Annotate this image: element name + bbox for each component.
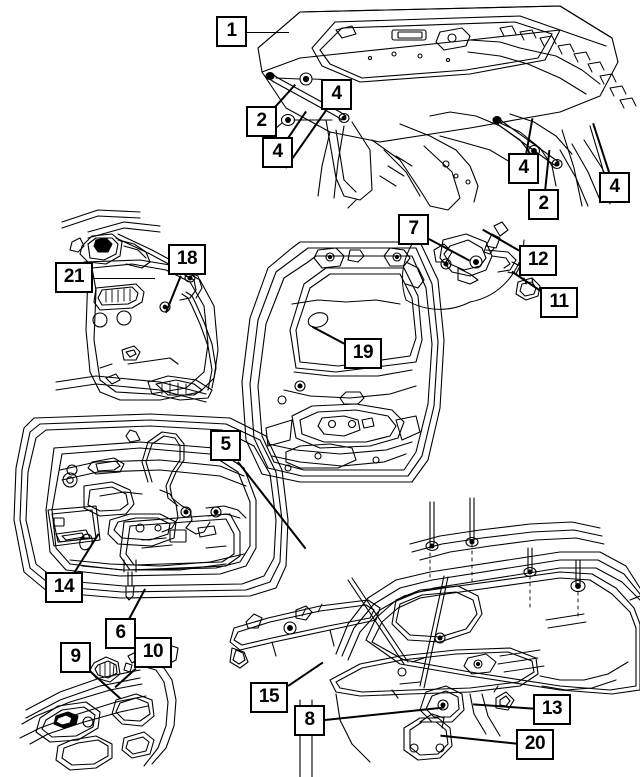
body-grommet-group [19,643,179,771]
callout-11[interactable]: 11 [540,287,578,318]
callout-leader-line [247,31,289,34]
callout-4[interactable]: 4 [508,153,539,184]
callout-leader-line [165,275,182,314]
callout-leader-line [544,149,551,190]
callout-leader-line [287,661,324,687]
callout-9[interactable]: 9 [60,642,91,673]
callout-leader-line [128,588,146,620]
callout-15[interactable]: 15 [250,682,288,713]
callout-8[interactable]: 8 [294,705,325,736]
callout-leader-line [93,277,155,280]
gas-strut-left-group [265,71,350,129]
callout-leader-line [428,237,470,261]
callout-20[interactable]: 20 [516,729,554,760]
callout-leader-line [525,118,534,154]
callout-7[interactable]: 7 [398,214,429,245]
callout-5[interactable]: 5 [210,430,241,461]
callout-10[interactable]: 10 [134,637,172,668]
callout-leader-line [473,703,534,710]
callout-6[interactable]: 6 [105,618,136,649]
callout-leader-line [311,326,345,345]
callout-leader-line [482,228,520,252]
callout-leader-line [287,110,307,139]
callout-leader-line [72,533,99,574]
callout-4[interactable]: 4 [262,137,293,168]
liftgate-inner-panel-group [241,241,445,483]
callout-leader-line [592,123,611,174]
rear-window-assembly-group [229,497,640,777]
callout-leader-line [274,83,297,108]
callout-4[interactable]: 4 [321,79,352,110]
callout-leader-line [236,461,306,549]
callout-13[interactable]: 13 [533,694,571,725]
callout-2[interactable]: 2 [246,106,277,137]
callout-19[interactable]: 19 [344,338,382,369]
callout-18[interactable]: 18 [168,244,206,275]
quarter-trim-panel-group [55,209,219,403]
callout-leader-line [440,734,517,745]
callout-12[interactable]: 12 [519,245,557,276]
callout-leader-line [324,706,445,721]
callout-leader-line [114,668,137,689]
callout-1[interactable]: 1 [216,16,247,47]
callout-4[interactable]: 4 [599,172,630,203]
callout-14[interactable]: 14 [45,572,83,603]
callout-2[interactable]: 2 [528,189,559,220]
callout-21[interactable]: 21 [55,262,93,293]
